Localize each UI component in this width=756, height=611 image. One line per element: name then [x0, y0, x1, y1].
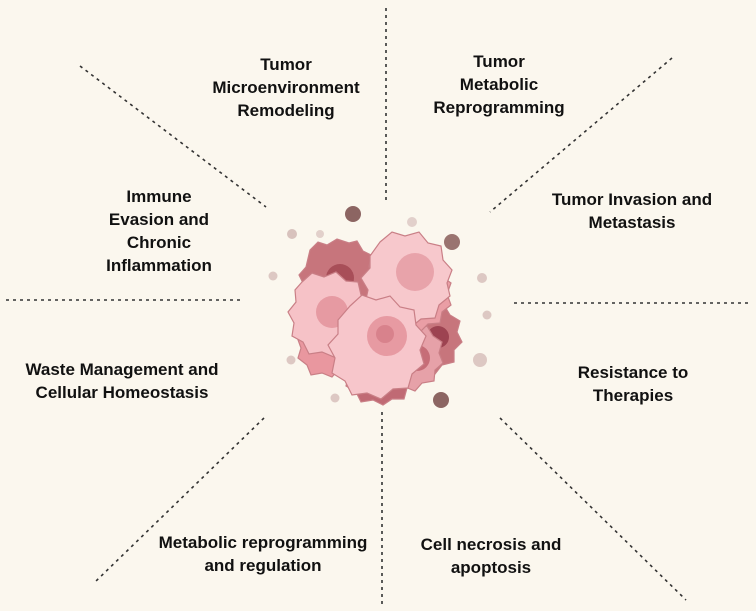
label-immune-evasion: Immune Evasion and Chronic Inflammation — [106, 187, 212, 275]
label-necrosis-apoptosis: Cell necrosis and apoptosis — [420, 535, 562, 577]
label-metabolic-regulation: Metabolic reprogramming and regulation — [158, 533, 368, 575]
label-invasion-metastasis: Tumor Invasion and Metastasis — [551, 190, 713, 232]
tumor-cluster-illustration — [268, 206, 492, 408]
floating-particles — [268, 206, 492, 408]
label-resistance-to-therapies: Resistance to Therapies — [577, 363, 689, 405]
divider-bottom-left — [93, 417, 265, 584]
label-waste-management: Waste Management and Cellular Homeostasi… — [25, 360, 219, 402]
label-microenvironment-remodeling: Tumor Microenvironment Remodeling — [212, 55, 360, 120]
divider-bottom-right — [499, 417, 687, 601]
divider-top-right — [489, 57, 673, 213]
tumor-cells — [287, 231, 463, 406]
label-metabolic-reprogramming: Tumor Metabolic Reprogramming — [433, 52, 565, 117]
